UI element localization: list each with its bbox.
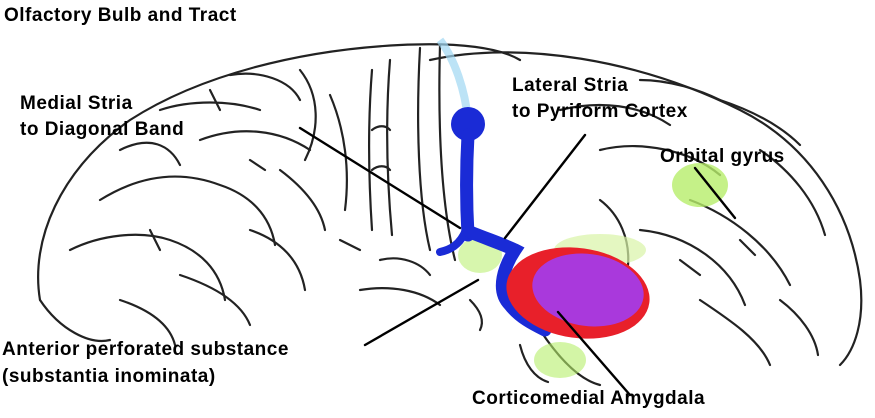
lateral-stria-label: Lateral Stria <box>512 76 628 95</box>
lateral-stria-leader <box>505 135 585 238</box>
brain-outline <box>38 44 520 300</box>
brain-outline-right <box>430 52 861 365</box>
medial-stria-leader <box>300 128 460 228</box>
medial-stria-label: Medial Stria <box>20 94 133 113</box>
midline-fissure <box>439 45 455 260</box>
anterior-perforated-label-line2: (substantia inominata) <box>2 367 216 386</box>
anterior-perforated-label: Anterior perforated substance <box>2 340 289 359</box>
corticomedial-amygdala-label: Corticomedial Amygdala <box>472 389 705 408</box>
lateral-stria-label-line2: to Pyriform Cortex <box>512 102 688 121</box>
anterior-leader <box>365 280 478 345</box>
medial-stria-label-line2: to Diagonal Band <box>20 120 184 139</box>
olfactory-bulb-label: Olfactory Bulb and Tract <box>4 6 237 25</box>
orbital-gyrus-label: Orbital gyrus <box>660 147 785 166</box>
